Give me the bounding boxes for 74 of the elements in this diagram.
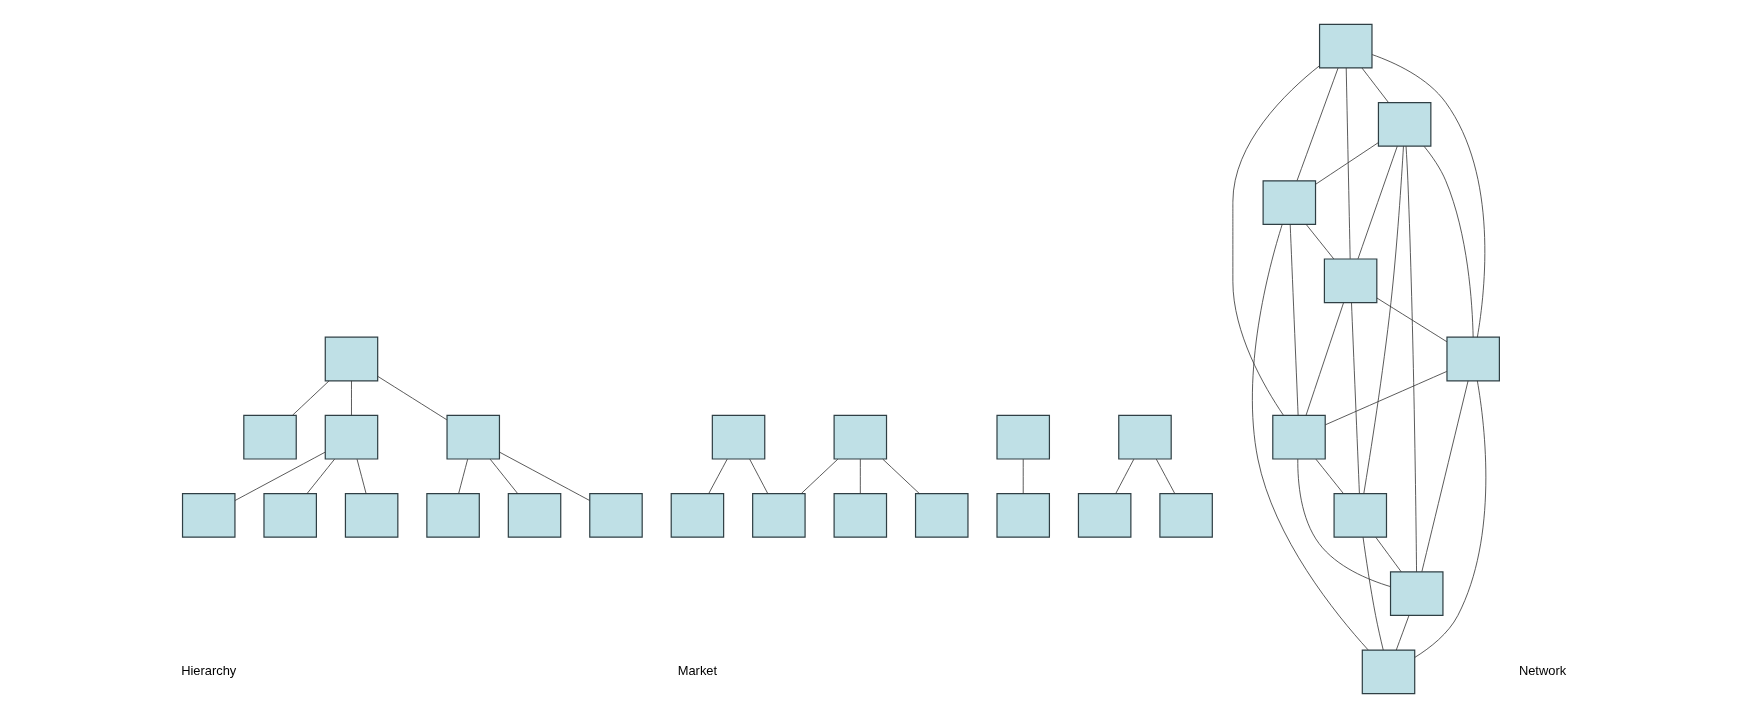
- connector: [351, 380, 352, 416]
- node-box: [243, 414, 297, 460]
- label: Hierarchy: [181, 662, 237, 678]
- connector: [356, 458, 367, 494]
- node-box: [1262, 180, 1317, 225]
- connector: [1357, 145, 1398, 260]
- connector: [1362, 536, 1384, 651]
- connector: [1423, 145, 1474, 338]
- node-box: [324, 336, 379, 382]
- connector: [306, 458, 335, 494]
- connector: [1305, 224, 1335, 260]
- node-box: [1118, 414, 1172, 460]
- connector: [800, 458, 839, 494]
- connector: [499, 451, 590, 501]
- connector: [1371, 54, 1486, 338]
- connector: [1297, 458, 1391, 587]
- node-box: [589, 493, 643, 538]
- connector: [1405, 145, 1417, 573]
- node-box: [1446, 336, 1500, 382]
- connector: [1376, 297, 1448, 343]
- node-box: [1377, 101, 1432, 147]
- node-box: [446, 414, 501, 460]
- node-box: [1361, 649, 1416, 695]
- node-box: [833, 414, 888, 460]
- connector: [489, 458, 519, 494]
- connector: [292, 380, 330, 416]
- node-box: [996, 493, 1051, 538]
- connector: [1305, 302, 1344, 416]
- connector: [234, 451, 326, 501]
- node-box: [996, 414, 1051, 460]
- connector: [1315, 458, 1344, 494]
- connector: [1351, 302, 1360, 494]
- connector: [1395, 615, 1410, 651]
- connector: [1414, 380, 1487, 658]
- node-box: [1159, 493, 1213, 538]
- node-box: [181, 493, 236, 538]
- node-box: [1318, 23, 1373, 69]
- node-box: [263, 493, 317, 538]
- connector: [1315, 142, 1379, 185]
- node-box: [752, 493, 806, 538]
- node-box: [1272, 414, 1326, 460]
- connector: [882, 458, 920, 494]
- connector: [377, 376, 448, 421]
- connector: [1022, 458, 1024, 494]
- label: Network: [1518, 662, 1567, 678]
- node-box: [1333, 493, 1388, 538]
- connector: [1363, 145, 1404, 495]
- node-box: [1077, 493, 1132, 538]
- node-box: [1389, 571, 1444, 617]
- connector: [708, 458, 728, 494]
- connector: [1252, 224, 1369, 651]
- connector: [1155, 458, 1176, 494]
- node-box: [507, 493, 562, 538]
- connector: [1361, 67, 1389, 103]
- node-box: [324, 414, 379, 460]
- connector: [749, 458, 769, 494]
- connector: [458, 458, 469, 494]
- node-box: [670, 493, 725, 538]
- connector: [1325, 371, 1448, 426]
- label: Market: [677, 662, 718, 678]
- connector: [1421, 380, 1469, 573]
- node-box: [833, 493, 888, 538]
- connector: [1345, 67, 1351, 260]
- node-box: [1323, 258, 1378, 304]
- connector: [859, 458, 861, 494]
- node-box: [711, 414, 766, 460]
- node-box: [914, 493, 969, 538]
- node-box: [344, 493, 399, 538]
- connector: [1232, 65, 1320, 416]
- connector: [1115, 458, 1135, 494]
- connector: [1296, 67, 1339, 181]
- connector: [1375, 536, 1402, 573]
- node-box: [426, 493, 480, 538]
- connector: [1289, 224, 1299, 416]
